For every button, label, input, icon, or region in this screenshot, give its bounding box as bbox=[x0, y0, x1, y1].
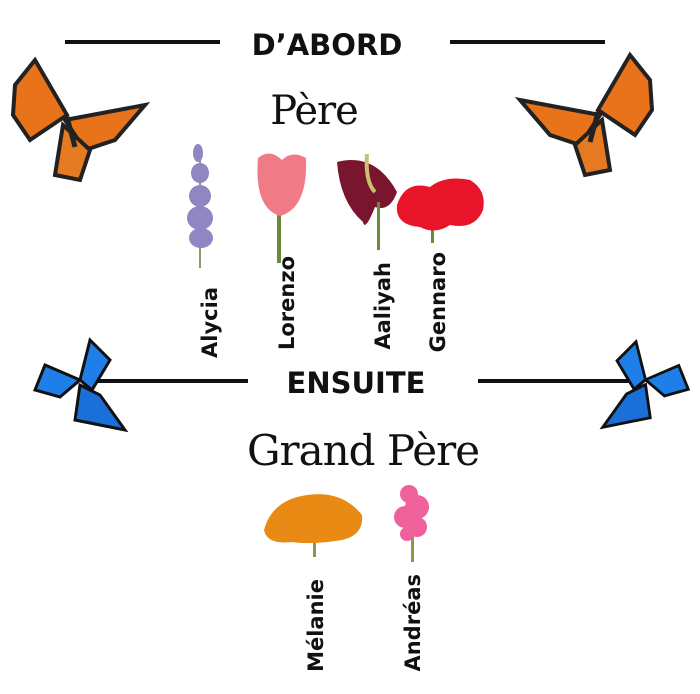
name-label: Alycia bbox=[198, 287, 222, 358]
heading-dabord: D’ABORD bbox=[251, 28, 403, 62]
divider-line bbox=[450, 40, 605, 44]
title-grand-pere: Grand Père bbox=[246, 426, 480, 475]
title-pere: Père bbox=[270, 88, 359, 134]
name-label: Andréas bbox=[401, 574, 425, 672]
monarch-butterfly-icon bbox=[515, 51, 655, 178]
divider-line bbox=[478, 379, 630, 383]
divider-line bbox=[65, 40, 220, 44]
hibiscus-flower-icon bbox=[396, 178, 484, 243]
monarch-butterfly-icon bbox=[10, 56, 150, 183]
anthurium-flower-icon bbox=[337, 153, 397, 250]
name-label: Aaliyah bbox=[371, 262, 395, 350]
heading-ensuite: ENSUITE bbox=[286, 366, 426, 400]
snapdragon-flower-icon bbox=[394, 485, 429, 562]
blue-morpho-butterfly-icon bbox=[599, 338, 691, 430]
tulip-flower-icon bbox=[257, 153, 307, 263]
marigold-flower-icon bbox=[264, 494, 363, 557]
blue-morpho-butterfly-icon bbox=[32, 337, 129, 433]
lavender-flower-icon bbox=[187, 144, 213, 268]
name-label: Gennaro bbox=[426, 251, 450, 352]
divider-line bbox=[95, 379, 248, 383]
name-label: Mélanie bbox=[304, 579, 328, 672]
name-label: Lorenzo bbox=[275, 255, 299, 350]
